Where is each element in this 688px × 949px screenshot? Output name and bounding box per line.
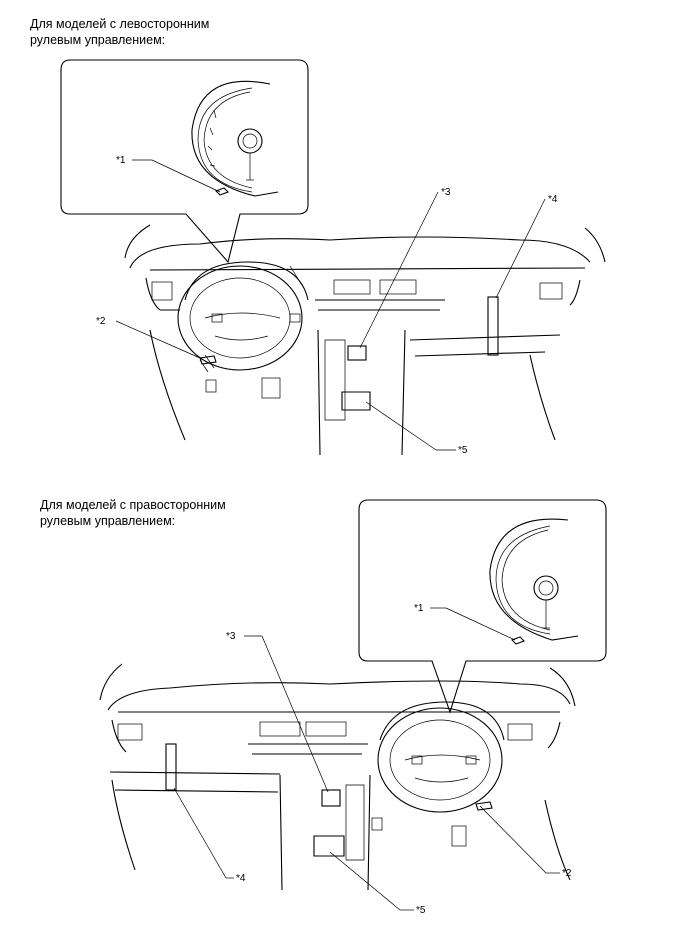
rhd-component-3-icon bbox=[321, 789, 341, 807]
callout-lhd-4: *4 bbox=[548, 194, 558, 205]
callout-rhd-2: *2 bbox=[562, 868, 572, 879]
lhd-component-3-icon bbox=[347, 345, 367, 361]
callout-rhd-4: *4 bbox=[236, 873, 246, 884]
caption-left-hand-drive: Для моделей с левосторонним рулевым упра… bbox=[30, 17, 210, 47]
callout-lhd-5: *5 bbox=[458, 445, 468, 456]
engine-switch-icon bbox=[237, 128, 263, 154]
rhd-zoom-inset: *1 bbox=[358, 499, 607, 714]
callout-rhd-3: *3 bbox=[226, 631, 236, 642]
rhd-component-2-icon bbox=[475, 801, 493, 811]
caption-right-hand-drive: Для моделей с правосторонним рулевым упр… bbox=[40, 498, 226, 528]
component-1-icon bbox=[215, 187, 229, 196]
lhd-component-4-icon bbox=[487, 296, 499, 356]
callout-lhd-2: *2 bbox=[96, 316, 106, 327]
component-1-icon bbox=[511, 636, 525, 645]
rhd-steering-wheel bbox=[377, 707, 503, 813]
lhd-zoom-inset: *1 bbox=[60, 59, 309, 264]
lhd-component-5-icon bbox=[341, 391, 371, 411]
callout-rhd-1: *1 bbox=[414, 603, 424, 614]
lhd-component-2-icon bbox=[199, 355, 217, 365]
callout-lhd-3: *3 bbox=[441, 187, 451, 198]
rhd-component-4-icon bbox=[165, 743, 177, 791]
rhd-component-5-icon bbox=[313, 835, 345, 857]
callout-rhd-5: *5 bbox=[416, 905, 426, 916]
rhd-diagram: *1 bbox=[99, 499, 607, 916]
callout-lhd-1: *1 bbox=[116, 155, 126, 166]
lhd-diagram: *1 bbox=[60, 59, 606, 456]
engine-switch-icon bbox=[533, 575, 559, 601]
lhd-steering-wheel bbox=[177, 265, 303, 371]
lhd-dashboard bbox=[124, 224, 606, 456]
